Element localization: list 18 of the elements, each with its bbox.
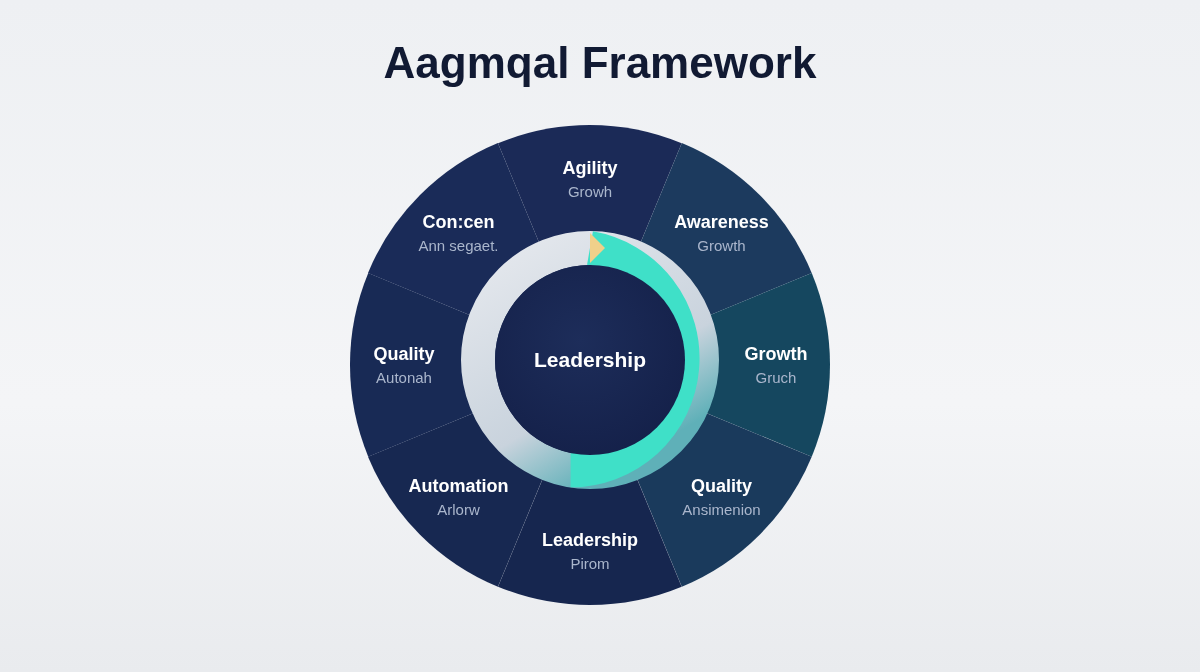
segment-title: Growth [744,344,808,365]
segment-subtitle: Arlorw [436,500,481,518]
segment-title: Leadership [541,530,638,551]
segment-title: Quality [690,475,753,497]
segment-subtitle: Autonah [375,369,433,386]
segment-title: Automation [408,475,509,497]
segment-subtitle: Growh [566,183,614,200]
title: Aagmqal Framework [383,38,817,88]
segment-subtitle: Ansimenion [682,500,761,518]
segment-subtitle: Growth [696,237,747,255]
segment-title: Con:cen [421,212,496,234]
segment-title: Awareness [674,212,769,234]
segment-subtitle: Gruch [754,369,798,386]
segment-title: Agility [562,158,618,179]
segment-subtitle: Ann segaet. [418,237,499,255]
segment-title: Quality [373,344,435,365]
center-label: Leadership [534,348,646,372]
segment-subtitle: Pirom [569,555,611,572]
